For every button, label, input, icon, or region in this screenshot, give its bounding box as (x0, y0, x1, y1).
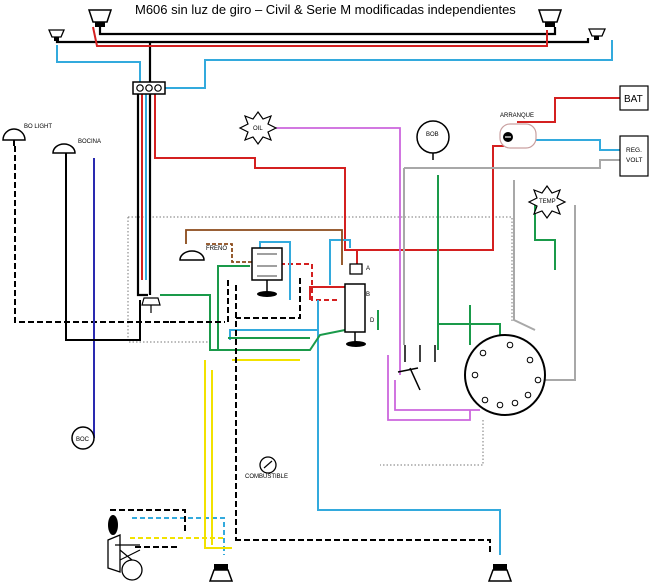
gray-wires (403, 159, 620, 381)
temp-sensor-icon: TEMP (527, 184, 567, 220)
tail-connector (141, 297, 161, 313)
boc-horn: BOC (71, 426, 95, 450)
bob-label: BOB (426, 132, 439, 138)
oil-sensor-icon: OIL (238, 110, 278, 146)
fuel-gauge-icon: COMBUSTIBLE (245, 456, 288, 480)
freno-label: FRENO (206, 246, 227, 252)
distributor-icon (464, 334, 546, 416)
bocina-label: BOCINA (78, 139, 101, 145)
reg-volt-label-1: REG. (626, 147, 642, 154)
voltage-regulator-box: REG. VOLT (619, 135, 649, 177)
arranque-starter: ARRANQUE (499, 113, 537, 149)
rear-tail-light-module (107, 515, 143, 581)
arranque-label: ARRANQUE (500, 113, 534, 119)
bo-light-icon (2, 128, 26, 146)
brown-dashed-wire (206, 243, 252, 263)
bob-coil: BOB (416, 120, 450, 160)
ground-outline (127, 216, 513, 466)
cyan-wires (56, 40, 620, 555)
brown-wires (185, 229, 343, 265)
red-dashed-wire (272, 263, 338, 301)
bottom-right-lamp-icon (487, 564, 513, 582)
generator-terminals (397, 345, 436, 391)
light-switch-left (251, 247, 283, 297)
temp-label: TEMP (539, 199, 556, 205)
bocina-wire (65, 158, 141, 341)
yellow-wires (204, 359, 300, 549)
bocina-icon (52, 143, 76, 158)
bat-label: BAT (624, 94, 643, 105)
diagram-title: M606 sin luz de giro – Civil & Serie M m… (135, 2, 516, 17)
top-left-light-icon (87, 9, 113, 27)
ignition-switch: A B D (344, 263, 375, 347)
bottom-left-lamp-icon (208, 564, 234, 582)
combustible-label: COMBUSTIBLE (245, 474, 288, 480)
switch-d-label: D (370, 318, 375, 324)
top-right-light-icon (537, 9, 563, 27)
red-wires (92, 26, 620, 300)
oil-label: OIL (253, 126, 263, 132)
boc-label: BOC (76, 437, 90, 443)
cyan-dashed-wire (132, 517, 225, 555)
bo-light-label: BO LIGHT (24, 124, 52, 130)
freno-brake-switch: FRENO (179, 246, 227, 261)
battery-box: BAT (619, 85, 649, 111)
switch-b-label: B (366, 292, 370, 298)
reg-volt-label-2: VOLT (626, 157, 643, 164)
black-dashed-wires (14, 146, 491, 555)
right-small-light-icon (588, 28, 606, 40)
three-terminal-connector (132, 81, 166, 95)
left-small-light-icon (48, 29, 65, 41)
black-wires (55, 27, 590, 297)
switch-a-label: A (366, 266, 370, 272)
